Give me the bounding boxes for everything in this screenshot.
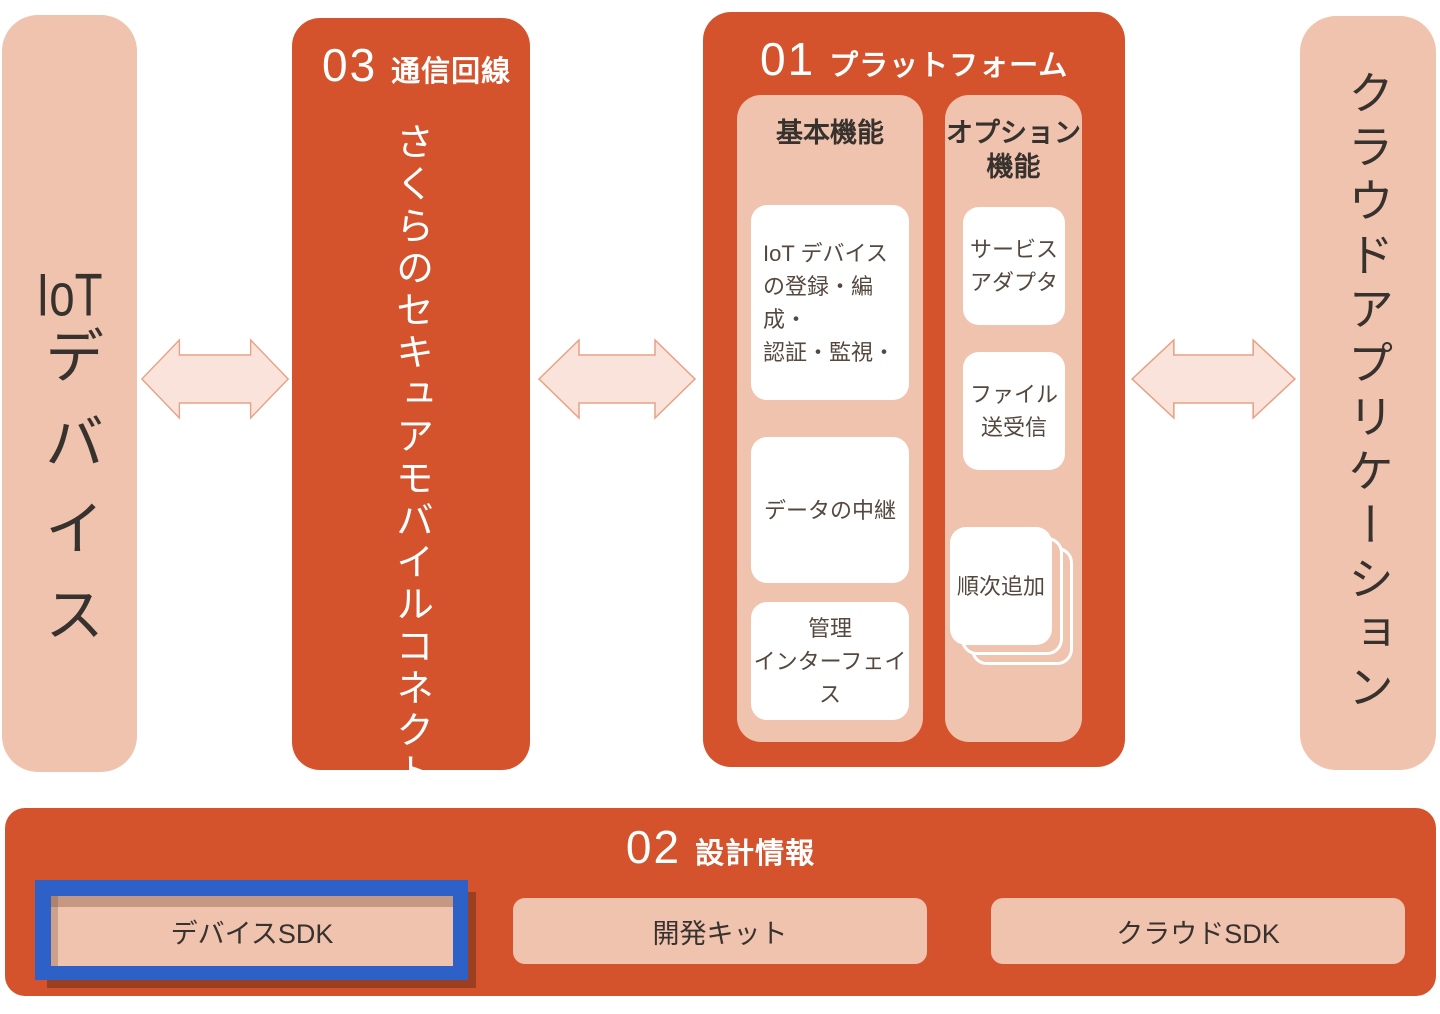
iot-device-panel: IoTデバイス bbox=[2, 15, 137, 772]
optional-functions-column: オプション 機能 サービス アダプタ ファイル 送受信 順次追加 bbox=[945, 95, 1082, 742]
arrow-device-line-icon bbox=[140, 338, 290, 420]
design-info-panel: 02 設計情報 デバイスSDK 開発キット クラウドSDK bbox=[5, 808, 1436, 996]
basic-functions-column: 基本機能 IoT デバイス の登録・編成・ 認証・監視・ データの中継 管理 イ… bbox=[737, 95, 923, 742]
device-sdk-label: デバイスSDK bbox=[170, 918, 334, 949]
platform-panel: 01 プラットフォーム 基本機能 IoT デバイス の登録・編成・ 認証・監視・… bbox=[703, 12, 1125, 767]
cloud-sdk-button[interactable]: クラウドSDK bbox=[991, 898, 1405, 964]
cloud-sdk-label: クラウドSDK bbox=[1116, 918, 1280, 949]
platform-title: プラットフォーム bbox=[829, 50, 1069, 82]
stacked-cards: 順次追加 bbox=[950, 527, 1073, 665]
dev-kit-label: 開発キット bbox=[652, 918, 788, 949]
iot-device-label-latin: IoT bbox=[36, 265, 103, 325]
iot-device-label-jp: デバイス bbox=[36, 325, 103, 669]
function-card-data-relay: データの中継 bbox=[751, 437, 909, 583]
communication-line-panel: 03 通信回線 さくらのセキュアモバイルコネクト bbox=[292, 18, 530, 794]
device-sdk-button[interactable]: デバイスSDK bbox=[51, 896, 453, 966]
cloud-app-label: クラウドアプリケーション bbox=[1342, 69, 1394, 717]
function-card-admin-interface: 管理 インターフェイス bbox=[751, 602, 909, 720]
communication-line-number: 03 bbox=[322, 39, 378, 91]
communication-line-header: 03 通信回線 bbox=[322, 38, 511, 92]
design-info-title: 設計情報 bbox=[695, 838, 816, 870]
communication-line-title: 通信回線 bbox=[391, 56, 512, 88]
arrow-platform-cloud-icon bbox=[1130, 338, 1297, 420]
platform-number: 01 bbox=[760, 33, 816, 85]
cloud-app-panel: クラウドアプリケーション bbox=[1300, 16, 1436, 770]
function-card-device-management: IoT デバイス の登録・編成・ 認証・監視・ bbox=[751, 205, 909, 400]
communication-line-name: さくらのセキュアモバイルコネクト bbox=[389, 122, 432, 794]
optional-functions-title: オプション 機能 bbox=[946, 118, 1081, 182]
function-card-service-adapter: サービス アダプタ bbox=[963, 207, 1065, 325]
design-info-header: 02 設計情報 bbox=[5, 820, 1436, 874]
selection-highlight: デバイスSDK bbox=[35, 880, 468, 980]
dev-kit-button[interactable]: 開発キット bbox=[513, 898, 927, 964]
function-card-future-additions: 順次追加 bbox=[950, 527, 1052, 645]
basic-functions-title: 基本機能 bbox=[776, 118, 884, 148]
arrow-line-platform-icon bbox=[537, 338, 697, 420]
platform-header: 01 プラットフォーム bbox=[760, 32, 1068, 86]
design-info-number: 02 bbox=[625, 821, 682, 873]
function-card-file-transfer: ファイル 送受信 bbox=[963, 352, 1065, 470]
iot-device-label: IoTデバイス bbox=[26, 265, 113, 669]
